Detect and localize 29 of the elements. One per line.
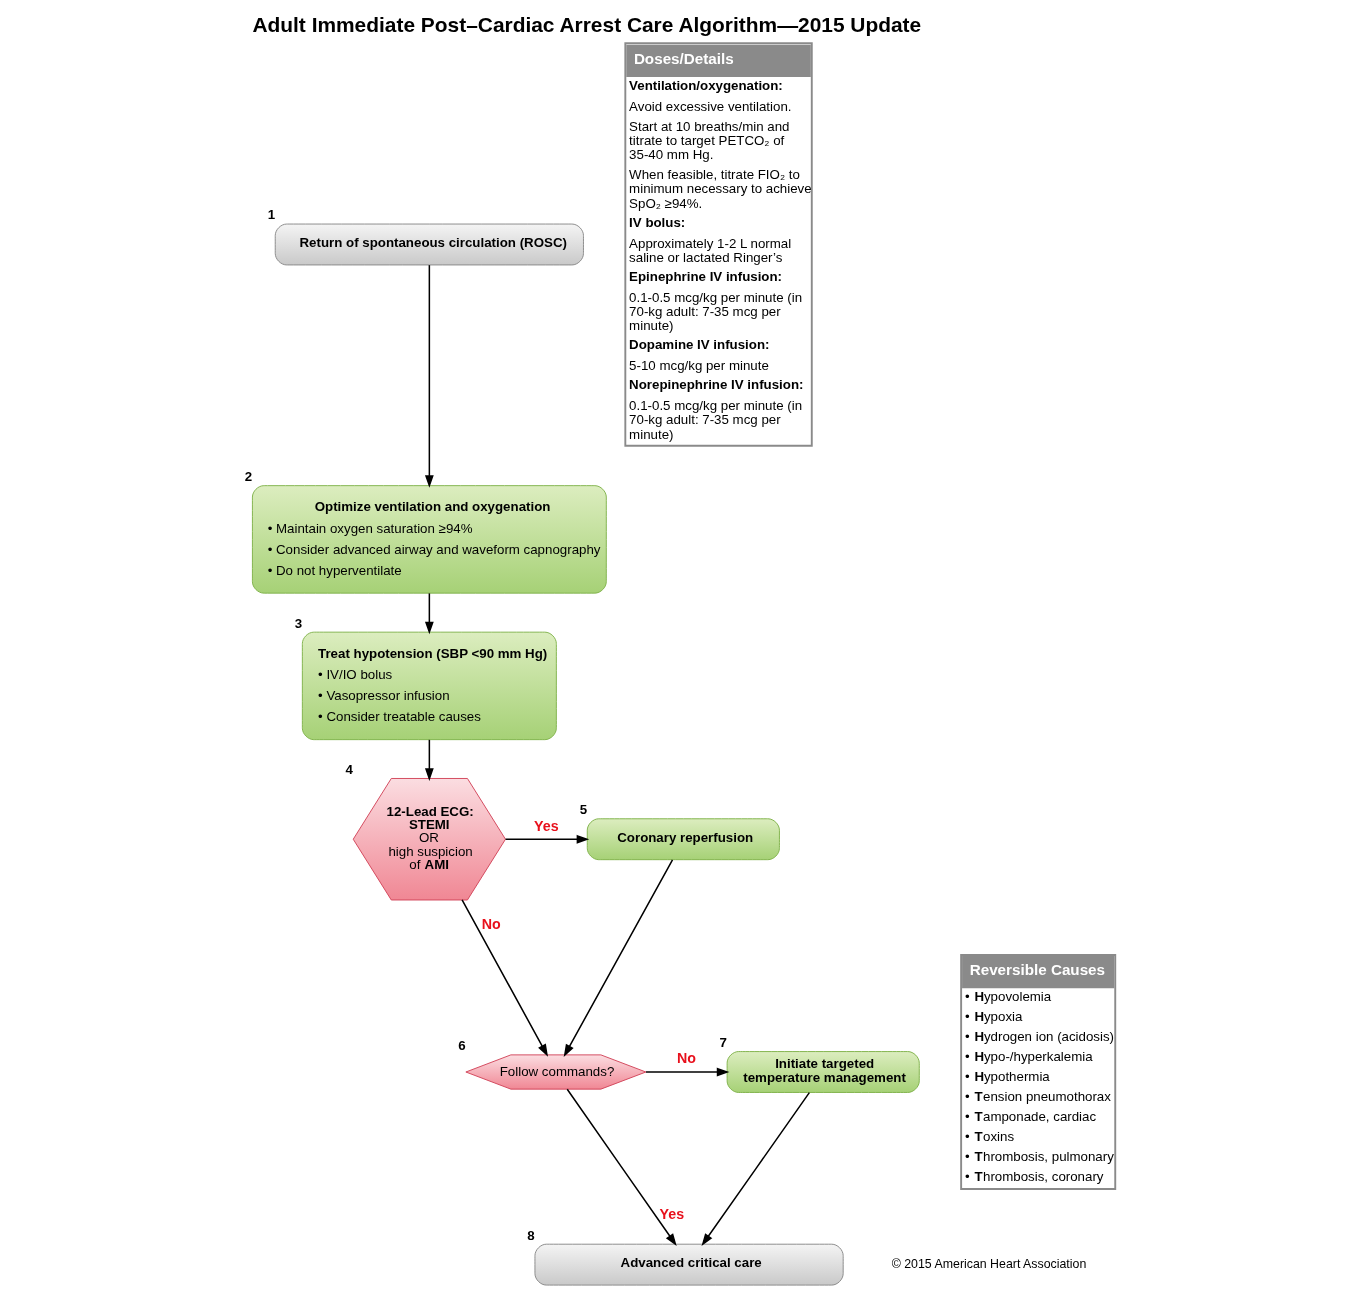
edge-label: No (481, 916, 501, 933)
node-box: Advanced critical care (534, 1243, 844, 1286)
node-label: 4 (345, 762, 354, 778)
arrow (461, 899, 548, 1057)
arrow (563, 859, 674, 1057)
node-label: 6 (458, 1038, 466, 1054)
node-box: Coronary reperfusion (586, 818, 780, 861)
node-label: 2 (244, 469, 253, 485)
node-box: Optimize ventilation and oxygenation • Maintain oxygen saturation ≥94% • Consider advanced airway and waveform capnography • Do not hyperventilate (251, 485, 607, 594)
arrow (645, 1067, 730, 1077)
node-label: 3 (294, 615, 303, 631)
node-label: 8 (527, 1227, 535, 1243)
arrow (701, 1091, 811, 1246)
arrow (566, 1088, 677, 1246)
node-label: 7 (719, 1034, 727, 1050)
node-box: Return of spontaneous circulation (ROSC) (274, 223, 584, 266)
edge-label: Yes (659, 1206, 685, 1223)
node-box: Treat hypotension (SBP <90 mm Hg) • IV/IO bolus • Vasopressor infusion • Consider treatable causes (301, 631, 557, 741)
node-box: Initiate targeted temperature management (726, 1051, 920, 1093)
node-label: 5 (579, 802, 588, 818)
arrow (504, 834, 590, 844)
diagram-title: Adult Immediate Post–Cardiac Arrest Care Algorithm—2015 Update (252, 12, 922, 36)
arrow (424, 592, 434, 635)
arrow (424, 739, 434, 781)
label: © 2015 American Heart Association (891, 1256, 1087, 1271)
arrow (424, 264, 434, 488)
edge-label: Yes (534, 817, 559, 834)
edge-label: No (676, 1050, 696, 1067)
node-label: 1 (267, 207, 276, 223)
